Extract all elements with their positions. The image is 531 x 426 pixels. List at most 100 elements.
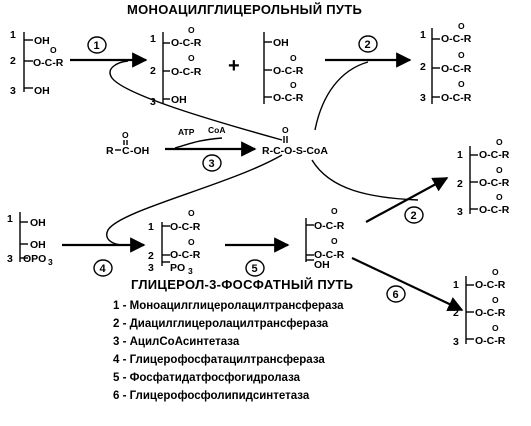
ester-group: O-C-R bbox=[475, 307, 506, 319]
ester-group: O-C-R bbox=[441, 63, 472, 75]
acyl-coa-curve-2-bottom bbox=[311, 159, 419, 201]
triacylglycerol-molecule-bottom: 1 2 3 O O-C-R O O-C-R O O-C-R bbox=[453, 267, 506, 348]
ester-group: O-C-R bbox=[33, 57, 64, 69]
ester-group: O-C-R bbox=[171, 66, 202, 78]
carbonyl-oxygen: O bbox=[188, 53, 195, 63]
phosphate-subscript: 3 bbox=[48, 257, 53, 267]
reaction-arrow-6 bbox=[351, 257, 464, 312]
fatty-acid: R C -OH O bbox=[106, 130, 149, 157]
carbon-number-1: 1 bbox=[150, 33, 156, 45]
ester-group: O-C-R bbox=[441, 92, 472, 104]
legend-item-5: 5 - Фосфатидатфосфогидролаза bbox=[113, 372, 301, 384]
triacylglycerol-molecule-top: 1 2 3 O O-C-R O O-C-R O O-C-R bbox=[420, 21, 472, 104]
reaction-arrow-2-bottom bbox=[365, 177, 449, 223]
svg-text:4: 4 bbox=[100, 263, 107, 275]
carbon-number-3: 3 bbox=[7, 253, 13, 265]
carbon-number-1: 1 bbox=[7, 213, 13, 225]
coa-label: CoA bbox=[208, 125, 225, 135]
hydroxyl-group: OH bbox=[34, 85, 50, 97]
carbonyl-oxygen: O bbox=[458, 50, 465, 60]
hydroxyl-group: OH bbox=[30, 239, 46, 251]
carbonyl-oxygen: O bbox=[492, 267, 499, 277]
ester-group: O-C-R bbox=[171, 37, 202, 49]
enzyme-marker-3: 3 bbox=[202, 154, 222, 172]
acyl-coa-curve-2-top bbox=[314, 61, 369, 131]
svg-text:-OH: -OH bbox=[130, 145, 149, 157]
glycerol-3-phosphate-pathway-title: ГЛИЦЕРОЛ-3-ФОСФАТНЫЙ ПУТЬ bbox=[131, 277, 353, 292]
carbon-number-2: 2 bbox=[148, 250, 154, 262]
enzyme-marker-5: 5 bbox=[245, 259, 265, 277]
ester-group: O-C-R bbox=[170, 221, 201, 233]
enzyme-marker-4: 4 bbox=[93, 259, 113, 277]
hydroxyl-group: OH bbox=[34, 35, 50, 47]
carbon-number-2: 2 bbox=[150, 65, 156, 77]
enzyme-marker-2-bottom: 2 bbox=[404, 206, 424, 224]
ester-group: O-C-R bbox=[273, 92, 304, 104]
enzyme-marker-2-top: 2 bbox=[358, 35, 378, 53]
monoacylglycerol-pathway-title: МОНОАЦИЛГЛИЦЕРОЛЬНЫЙ ПУТЬ bbox=[127, 2, 362, 17]
phosphate-group: OPO bbox=[23, 253, 46, 265]
carbon-number-3: 3 bbox=[148, 262, 154, 274]
diacylglycerol-1-2-molecule: 1 2 3 O O-C-R O O-C-R OH bbox=[150, 25, 202, 108]
carbonyl-oxygen: O bbox=[458, 21, 465, 31]
carbonyl-oxygen: O bbox=[290, 80, 297, 90]
svg-text:C: C bbox=[122, 145, 130, 157]
carbon-number-3: 3 bbox=[10, 85, 16, 97]
carbon-number-3: 3 bbox=[420, 92, 426, 104]
svg-text:5: 5 bbox=[252, 263, 258, 275]
svg-text:R: R bbox=[106, 145, 114, 157]
ester-group: O-C-R bbox=[314, 249, 345, 261]
hydroxyl-group: OH bbox=[171, 94, 187, 106]
phosphate-subscript: 3 bbox=[188, 266, 193, 276]
carbon-number-3: 3 bbox=[457, 206, 463, 218]
carbonyl-oxygen: O bbox=[492, 323, 499, 333]
carbon-number-1: 1 bbox=[148, 221, 154, 233]
triacylglycerol-molecule-middle: 1 2 3 O O-C-R O O-C-R O O-C-R bbox=[457, 137, 510, 218]
carbonyl-oxygen: O bbox=[188, 25, 195, 35]
carbon-number-2: 2 bbox=[457, 178, 463, 190]
ester-group: O-C-R bbox=[479, 149, 510, 161]
carbonyl-oxygen: O bbox=[188, 237, 195, 247]
acyl-coa: R-C-O-S-CoA O bbox=[262, 125, 328, 157]
legend-item-1: 1 - Моноацилглицеролацилтрансфераза bbox=[113, 300, 344, 312]
carbon-number-1: 1 bbox=[10, 29, 16, 41]
acyl-coa-curve-1 bbox=[109, 60, 283, 141]
carbonyl-oxygen: O bbox=[458, 79, 465, 89]
carbon-number-1: 1 bbox=[453, 279, 459, 291]
hydroxyl-group: OH bbox=[30, 217, 46, 229]
svg-text:6: 6 bbox=[393, 289, 399, 301]
diacylglycerol-molecule-bottom: O O-C-R O O-C-R OH bbox=[305, 206, 345, 271]
carbon-number-3: 3 bbox=[453, 336, 459, 348]
carbon-number-2: 2 bbox=[453, 307, 459, 319]
carbonyl-oxygen: O bbox=[331, 206, 338, 216]
legend-item-3: 3 - АцилСоАсинтетаза bbox=[113, 336, 240, 348]
enzyme-marker-1: 1 bbox=[87, 36, 107, 54]
carbonyl-oxygen: O bbox=[331, 236, 338, 246]
enzyme-marker-6: 6 bbox=[386, 285, 406, 303]
svg-text:1: 1 bbox=[94, 40, 100, 52]
svg-text:3: 3 bbox=[209, 158, 215, 170]
legend-item-2: 2 - Диацилглицеролацилтрансфераза bbox=[113, 318, 329, 330]
carbonyl-oxygen: O bbox=[282, 125, 289, 135]
diacylglycerol-1-3-molecule: OH O O-C-R O O-C-R bbox=[263, 32, 304, 104]
ester-group: O-C-R bbox=[479, 204, 510, 216]
carbonyl-oxygen: O bbox=[496, 137, 503, 147]
carbon-number-3: 3 bbox=[150, 96, 156, 108]
carbonyl-oxygen: O bbox=[496, 192, 503, 202]
svg-text:2: 2 bbox=[365, 39, 371, 51]
legend-item-6: 6 - Глицерофосфолипидсинтетаза bbox=[113, 390, 310, 402]
legend-item-4: 4 - Глицерофосфатацилтрансфераза bbox=[113, 354, 325, 366]
carbonyl-oxygen: O bbox=[122, 130, 129, 140]
hydroxyl-group: OH bbox=[273, 37, 289, 49]
carbonyl-oxygen: O bbox=[496, 165, 503, 175]
atp-label: ATP bbox=[178, 127, 195, 137]
carbon-number-2: 2 bbox=[10, 55, 16, 67]
carbon-number-1: 1 bbox=[457, 149, 463, 161]
ester-group: O-C-R bbox=[475, 279, 506, 291]
ester-group: O-C-R bbox=[441, 33, 472, 45]
atp-coa-curve bbox=[174, 137, 223, 149]
ester-group: O-C-R bbox=[170, 249, 201, 261]
svg-text:R-C-O-S-CoA: R-C-O-S-CoA bbox=[262, 145, 328, 157]
hydroxyl-group: OH bbox=[314, 259, 330, 271]
phosphate-group: PO bbox=[170, 262, 185, 274]
